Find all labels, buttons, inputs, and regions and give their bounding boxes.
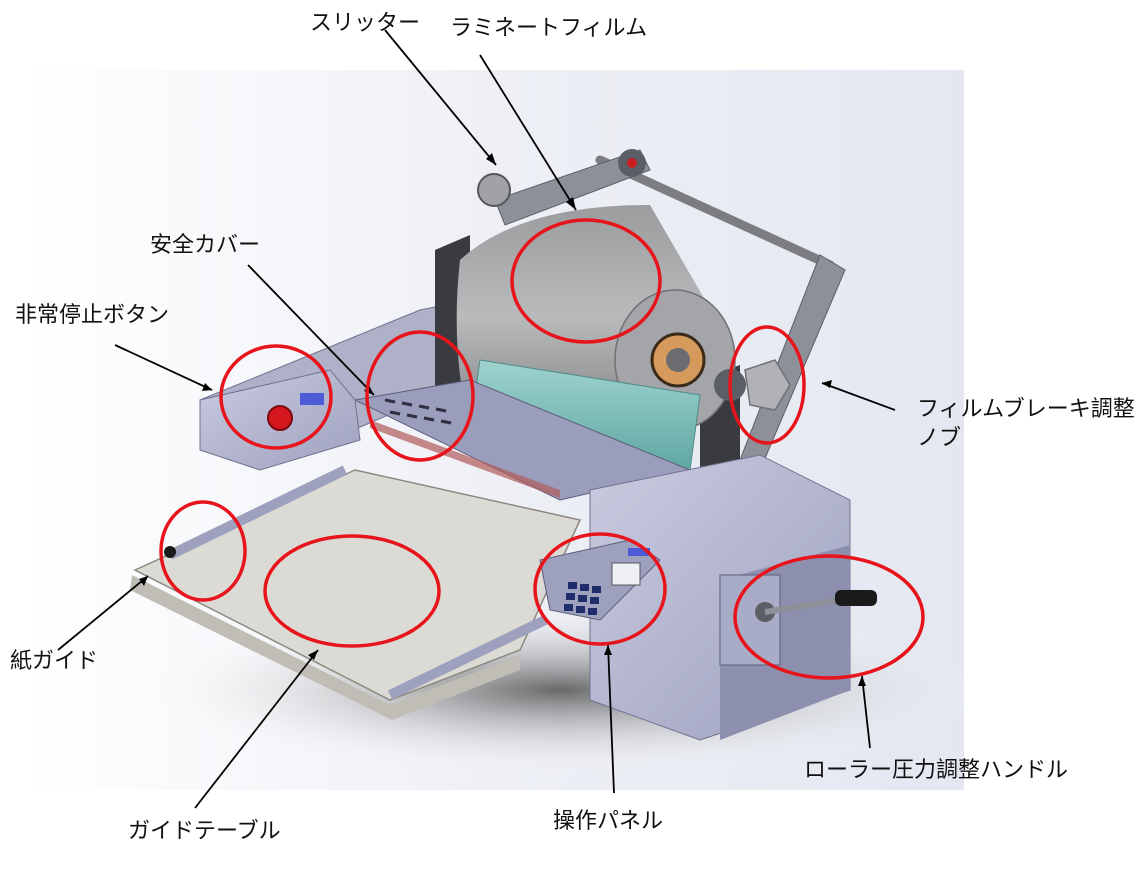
- label-emergency-stop: 非常停止ボタン: [15, 303, 170, 328]
- heater-strip: [370, 420, 560, 498]
- highlight-panel: [533, 532, 667, 646]
- leader-arrowheads: [139, 153, 866, 686]
- highlight-film: [510, 218, 662, 344]
- top-rod: [595, 155, 835, 270]
- label-safety-cover: 安全カバー: [150, 233, 261, 258]
- label-guide-table: ガイドテーブル: [128, 819, 281, 844]
- label-laminate-film: ラミネートフィルム: [450, 16, 648, 41]
- slitter-blade: [477, 173, 511, 207]
- highlight-brake-knob: [728, 325, 806, 445]
- highlight-paper-guide: [159, 500, 247, 602]
- paper-guide-stop: [164, 546, 176, 558]
- safety-cover-slots: [384, 398, 452, 425]
- paper-guide-left: [167, 465, 348, 560]
- panel-indicator: [628, 548, 650, 556]
- label-paper-guide: 紙ガイド: [10, 649, 99, 674]
- label-roller-pressure-handle: ローラー圧力調整ハンドル: [804, 758, 1069, 783]
- label-operation-panel: 操作パネル: [553, 809, 664, 834]
- panel-keypad: [564, 582, 601, 615]
- highlight-table: [263, 534, 441, 648]
- highlight-safety-cover: [365, 330, 475, 462]
- label-film-brake-knob: フィルムブレーキ調整ノブ: [917, 397, 1135, 451]
- arm-pivot-center: [627, 158, 637, 168]
- highlight-emergency-stop: [219, 344, 333, 450]
- left-display: [300, 393, 324, 405]
- panel-display: [611, 562, 641, 586]
- leader-lines: [57, 29, 896, 809]
- film-arm-left: [494, 149, 651, 226]
- film-core-hub: [666, 348, 690, 372]
- emergency-stop-button: [267, 405, 293, 431]
- brake-knob: [744, 359, 791, 411]
- handle-arm: [764, 597, 841, 615]
- label-slitter: スリッター: [310, 11, 421, 36]
- highlight-ellipses: [159, 218, 925, 680]
- handle-grip: [835, 590, 877, 606]
- paper-guide-right: [387, 615, 548, 700]
- highlight-handle: [733, 554, 925, 680]
